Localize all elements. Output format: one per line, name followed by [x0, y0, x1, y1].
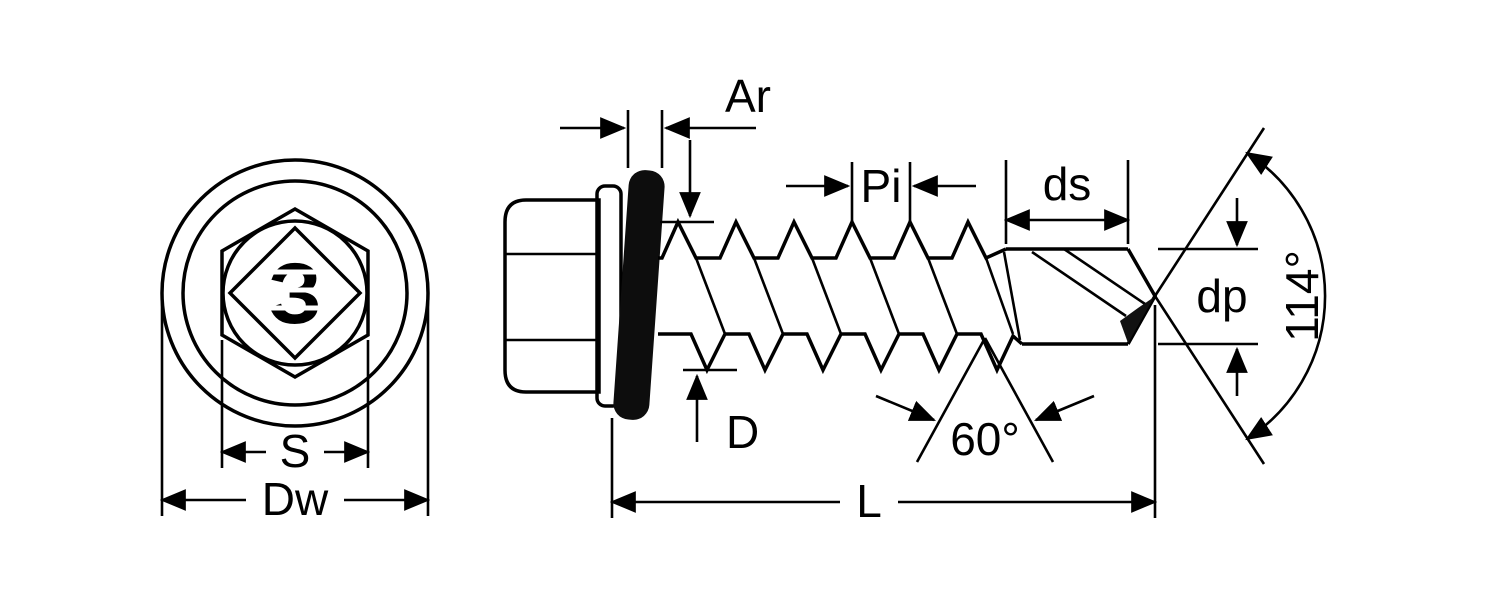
- dim-label-l: L: [856, 475, 882, 527]
- dim-label-pi: Pi: [861, 160, 902, 212]
- thread-helix-lines: [694, 257, 1015, 335]
- dim-label-dw: Dw: [262, 473, 329, 525]
- dim-label-dp: dp: [1196, 270, 1247, 322]
- logo-stripes: [266, 269, 322, 311]
- washer-inner-circle: [181, 179, 409, 407]
- dim-washer-diameter: Dw: [159, 298, 431, 525]
- washer-outer-circle: [160, 158, 430, 428]
- rubber-washer: [613, 170, 665, 420]
- dim-length: L: [609, 305, 1158, 527]
- drill-point: [1002, 247, 1158, 346]
- logo-glyph: З: [268, 246, 322, 342]
- head-top-circle: [221, 219, 369, 367]
- dim-label-s: S: [280, 425, 311, 477]
- front-view: З S Dw: [159, 158, 431, 525]
- side-view: Ar D Pi ds: [503, 70, 1328, 527]
- hex-head-front: [220, 206, 370, 380]
- dim-d: D: [660, 140, 759, 458]
- dim-label-ds: ds: [1043, 158, 1092, 210]
- logo-mark: З: [266, 246, 322, 342]
- dim-label-point-angle: 114°: [1276, 250, 1328, 342]
- dim-dp: dp: [1158, 198, 1258, 396]
- dim-point-angle: 114°: [1153, 127, 1328, 465]
- drill-flute-shading: [1120, 297, 1154, 343]
- dim-label-ar: Ar: [725, 70, 771, 122]
- dim-across-flats: S: [219, 340, 371, 477]
- dim-ar: Ar: [560, 70, 771, 168]
- hex-head-side: [503, 198, 601, 394]
- dim-thread-angle: 60°: [875, 337, 1095, 465]
- dim-pi: Pi: [786, 160, 976, 226]
- dim-ds: ds: [1003, 158, 1131, 244]
- logo-diamond: [227, 225, 363, 361]
- dim-label-thread-angle: 60°: [950, 413, 1020, 465]
- threaded-shank: [658, 217, 1024, 375]
- dim-label-d: D: [726, 406, 759, 458]
